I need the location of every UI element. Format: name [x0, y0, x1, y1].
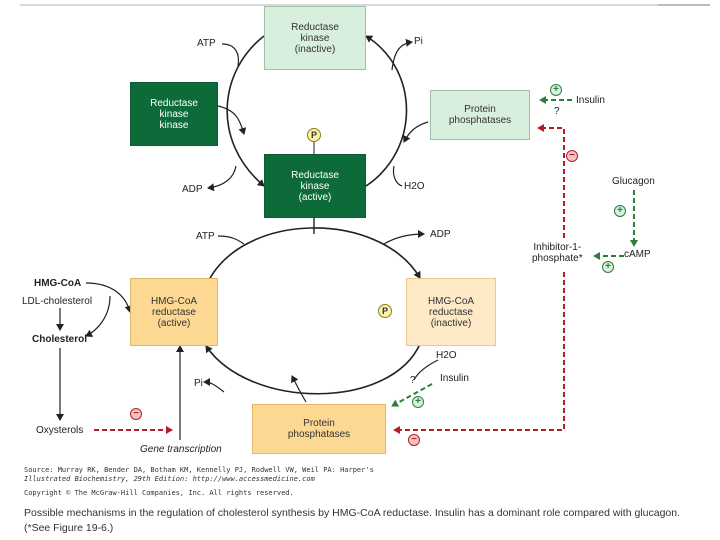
inhibitor-to-phosphatase-bottom: [393, 272, 565, 434]
atp-label-top: ATP: [197, 38, 216, 49]
plus-sign-insulin-low: +: [412, 396, 424, 408]
h2o-in-low: [413, 359, 439, 381]
h2o-label-mid: H2O: [404, 181, 425, 192]
h2o-in-mid: [392, 165, 403, 187]
source-line-1: Source: Murray RK, Bender DA, Botham KM,…: [24, 466, 374, 474]
reductase-kinase-inactive-box: Reductase kinase (inactive): [264, 6, 366, 70]
atp-in-mid: [217, 235, 245, 245]
cholesterol-label: Cholesterol: [32, 334, 88, 345]
minus-sign-inhibitor-top: −: [566, 150, 578, 162]
question-mark-top: ?: [554, 106, 560, 117]
gene-transcription-label: Gene transcription: [140, 444, 222, 455]
inhibitor-to-phosphatase-top: [537, 124, 565, 238]
pi-out-low: [203, 378, 225, 393]
top-divider-accent: [658, 4, 710, 6]
phosphate-marker-hmg: P: [378, 304, 392, 318]
question-mark-low: ?: [410, 375, 416, 386]
cycle-lower-top-arc: [205, 227, 421, 287]
adp-label-mid: ADP: [182, 184, 203, 195]
source-citation: Source: Murray RK, Bender DA, Botham KM,…: [24, 466, 374, 484]
pi-label-top: Pi: [414, 36, 423, 47]
cycle-upper-right-arc: [365, 35, 408, 187]
atp-label-mid: ATP: [196, 231, 215, 242]
camp-label: cAMP: [624, 249, 651, 260]
adp-out-right: [383, 230, 425, 245]
hmg-coa-reductase-inactive-box: HMG-CoA reductase (inactive): [406, 278, 496, 346]
protein-phosphatases-bottom-box: Protein phosphatases: [252, 404, 386, 454]
inhibitor-1-phosphate-label: Inhibitor-1- phosphate*: [532, 242, 583, 264]
kinase-kinase-arrow: [217, 105, 247, 135]
hmg-coa-reductase-active-box: HMG-CoA reductase (active): [130, 278, 218, 346]
insulin-label-low: Insulin: [440, 373, 469, 384]
hmg-coa-label: HMG-CoA: [34, 278, 82, 289]
protein-phosphatases-top-box: Protein phosphatases: [430, 90, 530, 140]
figure-caption: Possible mechanisms in the regulation of…: [24, 507, 681, 534]
phosphatase-top-arrow: [403, 121, 429, 143]
minus-sign-oxysterols: −: [130, 408, 142, 420]
plus-sign-insulin-top: +: [550, 84, 562, 96]
glucagon-label: Glucagon: [612, 176, 655, 187]
plus-sign-glucagon: +: [614, 205, 626, 217]
adp-label-right: ADP: [430, 229, 451, 240]
reductase-kinase-kinase-box: Reductase kinase kinase: [130, 82, 218, 146]
source-line-2: Illustrated Biochemistry, 29th Edition: …: [24, 475, 315, 483]
hmg-coa-feed: [85, 282, 133, 313]
copyright-line: Copyright © The McGraw-Hill Companies, I…: [24, 489, 294, 497]
h2o-label-low: H2O: [436, 350, 457, 361]
reductase-kinase-active-box: Reductase kinase (active): [264, 154, 366, 218]
adp-out-mid: [207, 165, 237, 192]
pi-out-top: [391, 38, 413, 71]
oxysterols-label: Oxysterols: [36, 425, 84, 436]
hmg-coa-to-cholesterol: [85, 295, 111, 337]
top-divider: [20, 4, 710, 6]
plus-sign-camp: +: [602, 261, 614, 273]
pi-label-low: Pi: [194, 378, 203, 389]
atp-in-top: [221, 43, 240, 67]
cycle-upper-left-arc: [226, 35, 265, 187]
insulin-label-top: Insulin: [576, 95, 605, 106]
minus-sign-inhibitor-low: −: [408, 434, 420, 446]
phosphatase-low-arrow: [291, 375, 307, 403]
ldl-cholesterol-label: LDL-cholesterol: [22, 296, 93, 307]
cycle-lower-bottom-arc: [205, 343, 421, 395]
phosphate-marker-kinase: P: [307, 128, 321, 142]
